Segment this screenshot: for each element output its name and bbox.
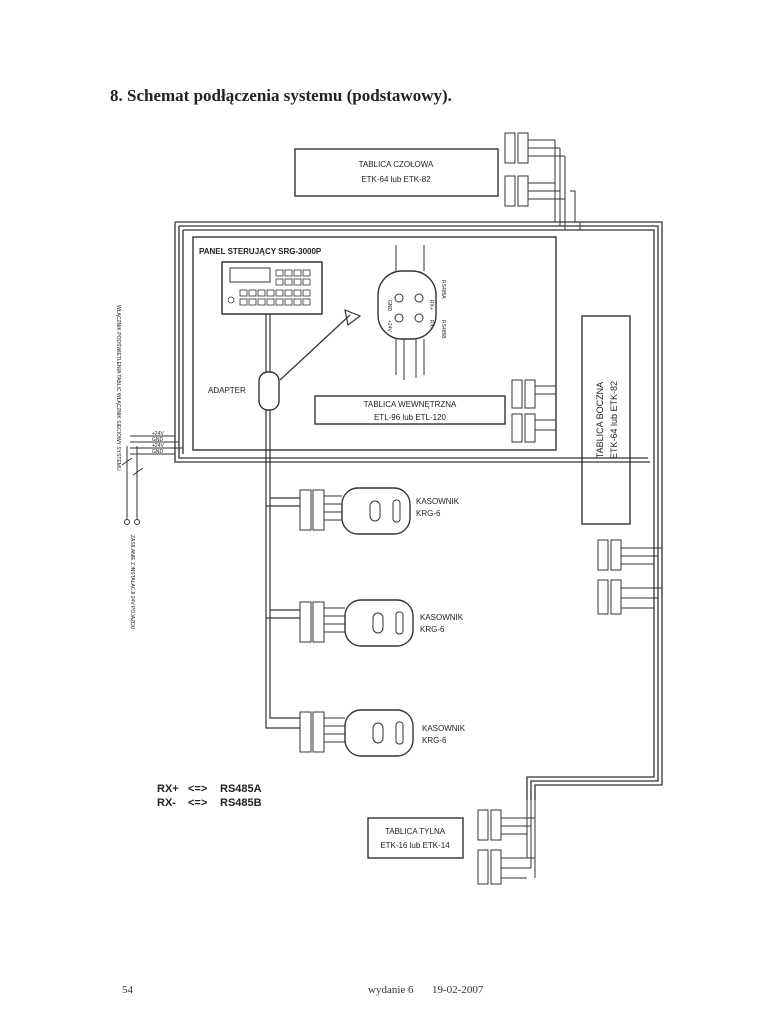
adapter: ADAPTER xyxy=(208,371,280,411)
rear-board-model: ETK-16 lub ETK-14 xyxy=(380,841,450,850)
power-pin-2: GND xyxy=(152,437,164,443)
validator-cable xyxy=(265,309,362,729)
validator-1: KASOWNIK KRG-6 xyxy=(299,487,460,535)
switch-note: WŁĄCZNIK PODŚWIETLENIA TABLIC WŁĄCZNIK S… xyxy=(115,305,123,471)
power-input: +24V GND +24V GND WŁĄCZNIK PODŚWIETLENIA… xyxy=(115,305,183,630)
power-pin-3: +24V xyxy=(152,443,164,449)
side-board-title: TABLICA BOCZNA xyxy=(595,382,605,458)
panel-label: PANEL STERUJĄCY SRG-3000P xyxy=(199,247,322,256)
side-board-model: ETK-64 lub ETK-82 xyxy=(609,381,619,459)
panel-frame xyxy=(192,236,557,451)
legend-arrow-1: <=> xyxy=(188,783,207,795)
inner-board-model: ETL-96 lub ETL-120 xyxy=(374,413,447,422)
validator-1-model: KRG-6 xyxy=(416,509,441,518)
adapter-label: ADAPTER xyxy=(208,386,246,395)
legend-rx-plus: RX+ xyxy=(157,783,179,795)
validator-3-model: KRG-6 xyxy=(422,736,447,745)
page-number: 54 xyxy=(122,984,133,996)
legend-rx-minus: RX- xyxy=(157,797,176,809)
inner-board-title: TABLICA WEWNĘTRZNA xyxy=(364,400,457,409)
validator-3-title: KASOWNIK xyxy=(422,724,466,733)
validator-2-title: KASOWNIK xyxy=(420,613,464,622)
front-board-model: ETK-64 lub ETK-82 xyxy=(361,175,431,184)
legend-rs485a: RS485A xyxy=(220,783,262,795)
legend: RX+ <=> RS485A RX- <=> RS485B xyxy=(157,783,262,809)
adapter-detail: GND +24V RX+ RX- RS485A RS485B xyxy=(377,245,446,380)
adapter-pin-rx-plus: RX+ xyxy=(428,300,434,310)
inner-board: TABLICA WEWNĘTRZNA ETL-96 lub ETL-120 xyxy=(314,379,556,443)
supply-note: ZASILANIE Z INSTALACJI 24V POJAZDU xyxy=(129,535,135,630)
validator-2: KASOWNIK KRG-6 xyxy=(299,599,464,647)
front-board: TABLICA CZOŁOWA ETK-64 lub ETK-82 xyxy=(294,148,499,197)
power-pin-4: GND xyxy=(152,449,164,455)
bus-wires xyxy=(174,221,663,800)
power-pin-1: +24V xyxy=(152,431,164,437)
validator-2-model: KRG-6 xyxy=(420,625,445,634)
rear-board: TABLICA TYLNA ETK-16 lub ETK-14 xyxy=(367,800,536,885)
validator-1-title: KASOWNIK xyxy=(416,497,460,506)
front-board-title: TABLICA CZOŁOWA xyxy=(359,160,434,169)
edition: wydanie 6 xyxy=(368,984,414,996)
legend-arrow-2: <=> xyxy=(188,797,207,809)
adapter-pin-rx-minus: RX- xyxy=(428,320,434,329)
rear-board-title: TABLICA TYLNA xyxy=(385,827,446,836)
adapter-pin-rs485b: RS485B xyxy=(440,320,446,339)
validator-3: KASOWNIK KRG-6 xyxy=(299,709,466,757)
adapter-pin-rs485a: RS485A xyxy=(440,280,446,299)
control-panel: PANEL STERUJĄCY SRG-3000P xyxy=(199,247,323,315)
edition-date: 19-02-2007 xyxy=(432,984,484,996)
page-title: 8. Schemat podłączenia systemu (podstawo… xyxy=(110,86,452,105)
legend-rs485b: RS485B xyxy=(220,797,262,809)
front-board-connector xyxy=(504,132,581,230)
side-board: TABLICA BOCZNA ETK-64 lub ETK-82 xyxy=(581,315,662,615)
adapter-pin-24v: +24V xyxy=(386,320,392,332)
adapter-pin-gnd: GND xyxy=(386,300,392,312)
